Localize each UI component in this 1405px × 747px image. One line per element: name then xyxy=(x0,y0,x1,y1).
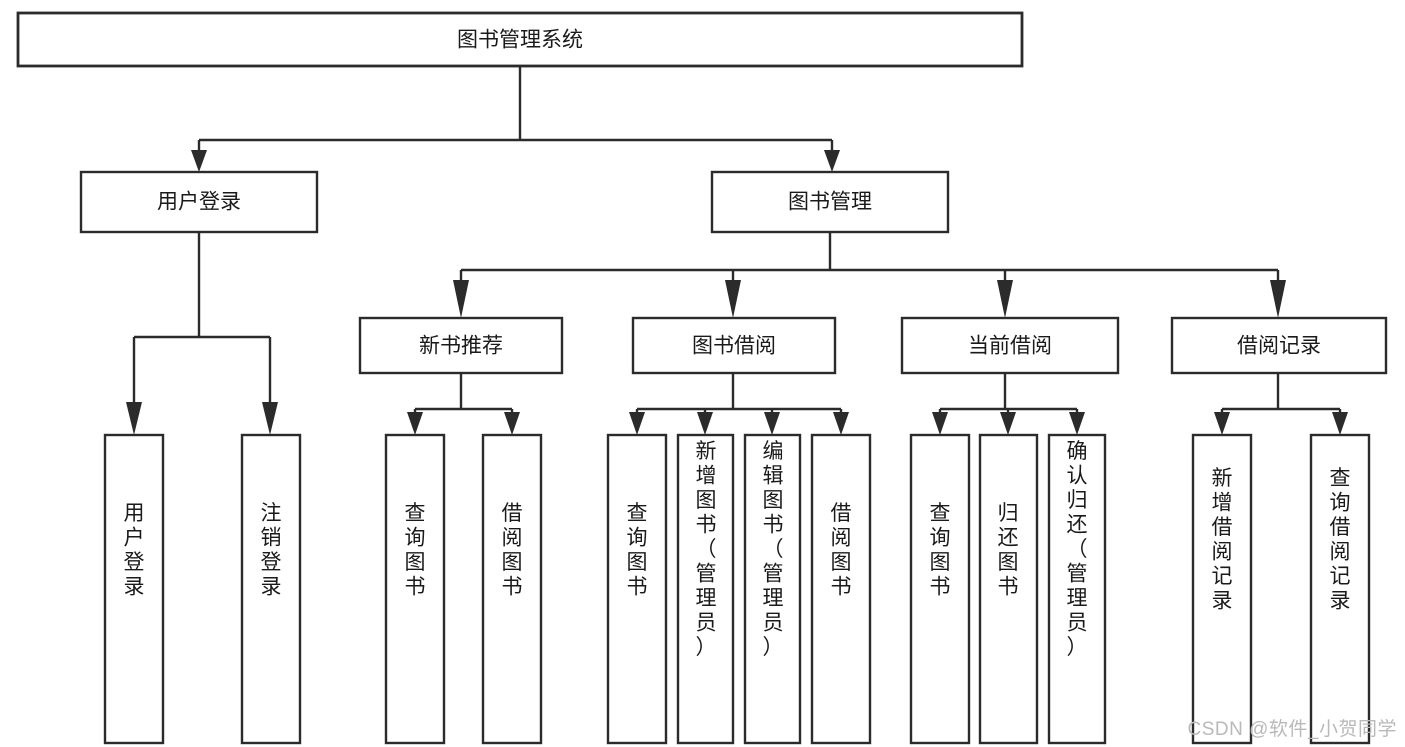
node-current-borrow[interactable]: 当前借阅 xyxy=(900,316,1120,375)
leaf-book-borrow-1-label: 查询图书 xyxy=(627,502,648,599)
node-book-borrow[interactable]: 图书借阅 xyxy=(631,316,837,375)
leaf-book-borrow-2-label: 新增图书（管理员） xyxy=(696,440,717,659)
node-user-login[interactable]: 用户登录 xyxy=(79,170,319,234)
leaf-user-login-1-label: 用户登录 xyxy=(124,502,145,599)
arrowhead-leaf-currentborrow-2 xyxy=(1000,412,1016,435)
node-book-borrow-label: 图书借阅 xyxy=(692,335,776,358)
node-current-borrow-label: 当前借阅 xyxy=(968,335,1052,358)
leaf-current-borrow-3-label: 确认归还（管理员） xyxy=(1067,440,1088,659)
arrowhead-leaf-newbook-2 xyxy=(504,412,520,435)
connector-layer xyxy=(126,66,1348,435)
leaf-book-borrow-4-box[interactable] xyxy=(810,433,872,745)
leaf-borrow-record-2[interactable]: 查询借阅记录 xyxy=(1309,433,1371,745)
node-borrow-record-box[interactable] xyxy=(1170,316,1388,375)
leaf-current-borrow-1-box[interactable] xyxy=(909,433,971,745)
leaf-new-book-rec-2-label: 借阅图书 xyxy=(502,502,523,599)
node-user-login-box[interactable] xyxy=(79,170,319,234)
node-book-manage-box[interactable] xyxy=(710,170,950,234)
arrowhead-leaf-userlogin-1 xyxy=(126,402,142,435)
leaf-book-borrow-3[interactable]: 编辑图书（管理员） xyxy=(743,433,802,745)
node-root-box[interactable] xyxy=(16,11,1024,68)
leaf-current-borrow-1[interactable]: 查询图书 xyxy=(909,433,971,745)
node-user-login-label: 用户登录 xyxy=(157,191,241,214)
leaf-user-login-2-box[interactable] xyxy=(240,433,302,745)
leaf-new-book-rec-1-box[interactable] xyxy=(384,433,446,745)
leaf-borrow-record-1-label: 新增借阅记录 xyxy=(1212,467,1233,613)
leaf-borrow-record-1-box[interactable] xyxy=(1191,433,1253,745)
leaf-new-book-rec-2-box[interactable] xyxy=(481,433,543,745)
leaf-borrow-record-1[interactable]: 新增借阅记录 xyxy=(1191,433,1253,745)
leaf-user-login-1-box[interactable] xyxy=(103,433,165,745)
leaf-book-borrow-4-label: 借阅图书 xyxy=(831,502,852,599)
node-book-manage[interactable]: 图书管理 xyxy=(710,170,950,234)
node-borrow-record[interactable]: 借阅记录 xyxy=(1170,316,1388,375)
leaf-book-borrow-2[interactable]: 新增图书（管理员） xyxy=(676,433,735,745)
leaf-current-borrow-2[interactable]: 归还图书 xyxy=(978,433,1039,745)
leaf-book-borrow-3-box[interactable] xyxy=(743,433,802,745)
node-new-book-rec-box[interactable] xyxy=(358,316,564,375)
leaf-new-book-rec-1-label: 查询图书 xyxy=(405,502,426,599)
leaf-new-book-rec-2[interactable]: 借阅图书 xyxy=(481,433,543,745)
arrowhead-leaf-currentborrow-3 xyxy=(1069,412,1085,435)
arrowhead-leaf-bookborrow-3 xyxy=(764,412,780,435)
leaf-user-login-1[interactable]: 用户登录 xyxy=(103,433,165,745)
leaf-user-login-2[interactable]: 注销登录 xyxy=(240,433,302,745)
leaf-book-borrow-4[interactable]: 借阅图书 xyxy=(810,433,872,745)
node-root-label: 图书管理系统 xyxy=(457,29,583,52)
arrowhead-book-manage xyxy=(824,150,840,172)
leaf-user-login-2-label: 注销登录 xyxy=(261,502,282,599)
arrowhead-leaf-currentborrow-1 xyxy=(932,412,948,435)
arrowhead-borrowrecord xyxy=(1270,280,1286,318)
leaf-current-borrow-1-label: 查询图书 xyxy=(930,502,951,599)
arrowhead-leaf-borrowrecord-2 xyxy=(1332,412,1348,435)
node-new-book-rec-label: 新书推荐 xyxy=(419,335,503,358)
leaf-book-borrow-1[interactable]: 查询图书 xyxy=(606,433,668,745)
node-book-borrow-box[interactable] xyxy=(631,316,837,375)
arrowhead-leaf-bookborrow-4 xyxy=(833,412,849,435)
arrowhead-leaf-borrowrecord-1 xyxy=(1214,412,1230,435)
leaf-current-borrow-3-box[interactable] xyxy=(1047,433,1107,745)
arrowhead-bookborrow xyxy=(725,280,741,318)
arrowhead-leaf-bookborrow-2 xyxy=(697,412,713,435)
leaf-book-borrow-2-box[interactable] xyxy=(676,433,735,745)
leaf-current-borrow-2-label: 归还图书 xyxy=(998,502,1019,599)
node-root[interactable]: 图书管理系统 xyxy=(16,11,1024,68)
node-borrow-record-label: 借阅记录 xyxy=(1237,335,1321,358)
leaf-current-borrow-3[interactable]: 确认归还（管理员） xyxy=(1047,433,1107,745)
arrowhead-leaf-userlogin-2 xyxy=(262,402,278,435)
node-book-manage-label: 图书管理 xyxy=(788,191,872,214)
leaf-borrow-record-2-box[interactable] xyxy=(1309,433,1371,745)
arrowhead-leaf-bookborrow-1 xyxy=(629,412,645,435)
arrowhead-newbook xyxy=(453,280,469,318)
leaf-new-book-rec-1[interactable]: 查询图书 xyxy=(384,433,446,745)
node-current-borrow-box[interactable] xyxy=(900,316,1120,375)
arrowhead-leaf-newbook-1 xyxy=(407,412,423,435)
leaf-book-borrow-3-label: 编辑图书（管理员） xyxy=(763,440,784,659)
arrowhead-user-login xyxy=(191,150,207,172)
leaf-borrow-record-2-label: 查询借阅记录 xyxy=(1330,467,1351,613)
arrowhead-currentborrow xyxy=(997,280,1013,318)
leaf-book-borrow-1-box[interactable] xyxy=(606,433,668,745)
node-new-book-rec[interactable]: 新书推荐 xyxy=(358,316,564,375)
leaf-current-borrow-2-box[interactable] xyxy=(978,433,1039,745)
